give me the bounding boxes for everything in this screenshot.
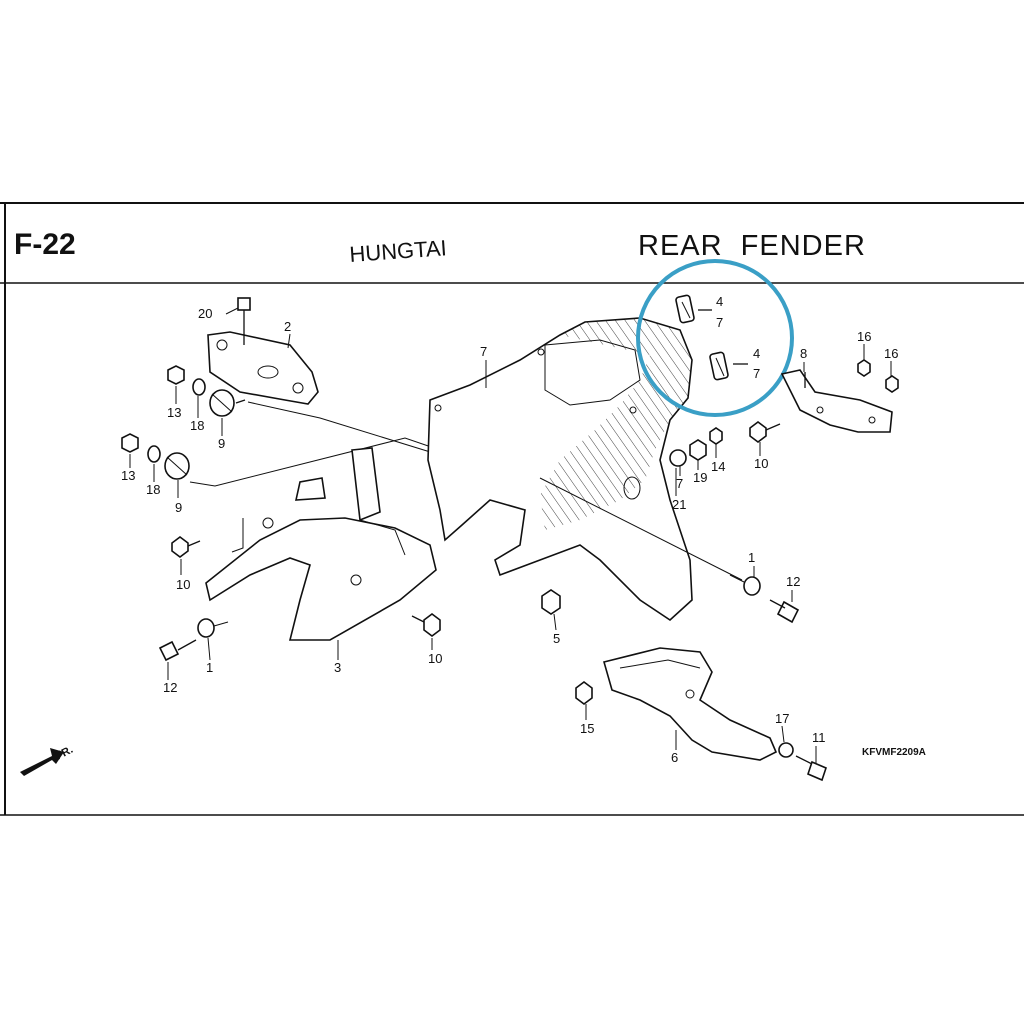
page-title: REAR FENDER	[638, 230, 866, 262]
mudflap-part-6	[603, 647, 778, 761]
callout-label: 17	[775, 711, 789, 726]
nut-part-15	[575, 681, 593, 705]
callout-label: 10	[754, 456, 768, 471]
callout-label: 21	[672, 497, 686, 512]
callout-label: 9	[218, 436, 225, 451]
bracket-part-2	[207, 297, 319, 405]
callout-label: 18	[190, 418, 204, 433]
bolt-part-10-center	[411, 613, 441, 637]
callout-label: 13	[121, 468, 135, 483]
callout-leaders	[129, 307, 892, 764]
callout-label: 4	[716, 294, 723, 309]
callout-label: 1	[206, 660, 213, 675]
bolt-part-10-left	[171, 536, 201, 558]
nut-part-16-b	[885, 375, 899, 393]
clip-nut-lower	[709, 351, 729, 381]
bolt-part-12-left	[158, 639, 197, 662]
clip-nut-upper	[675, 294, 695, 324]
front-marker-label: FR.	[54, 744, 75, 763]
callout-label: 15	[580, 721, 594, 736]
rear-fender-part-7	[427, 317, 693, 622]
callout-label: 1	[748, 550, 755, 565]
callout-label: 10	[176, 577, 190, 592]
callout-label: 7	[480, 344, 487, 359]
nut-part-5	[541, 589, 561, 615]
callout-label: 7	[753, 366, 760, 381]
callout-label: 3	[334, 660, 341, 675]
bracket-part-3	[205, 447, 437, 641]
callout-label: 11	[812, 730, 826, 745]
callout-label: 14	[711, 459, 725, 474]
callout-label: 13	[167, 405, 181, 420]
callout-label: 7	[676, 476, 683, 491]
nut-part-16-a	[857, 359, 871, 377]
callout-label: 9	[175, 500, 182, 515]
callout-label: 8	[800, 346, 807, 361]
callout-label: 10	[428, 651, 442, 666]
bolt-part-10-right	[749, 421, 781, 443]
callout-label: 20	[198, 306, 212, 321]
bracket-part-8	[780, 369, 893, 433]
grommet-set-upper	[167, 365, 246, 417]
highlight-circle	[636, 259, 794, 417]
bolt-part-12-right	[769, 599, 800, 624]
diagram-code: KFVMF2209A	[862, 747, 926, 758]
callout-label: 2	[284, 319, 291, 334]
nut-part-14	[689, 439, 707, 461]
grommet-set-lower	[121, 433, 190, 480]
callout-labels: 20 2 13 18 9 13 18 9 10 10 1 12 3 7 4 7 …	[121, 294, 898, 765]
page-code: F-22	[14, 228, 76, 261]
callout-label: 7	[716, 315, 723, 330]
callout-label: 16	[857, 329, 871, 344]
callout-label: 12	[163, 680, 177, 695]
callout-label: 18	[146, 482, 160, 497]
callout-label: 12	[786, 574, 800, 589]
collar-part-1-left	[197, 618, 229, 638]
nut-part-14b	[709, 427, 723, 445]
collar-part-1-right	[729, 574, 761, 596]
bolt-part-11	[795, 755, 827, 782]
brand-label: HUNGTAI	[349, 235, 448, 267]
washer-part-19	[669, 449, 687, 467]
callout-label: 5	[553, 631, 560, 646]
front-direction-marker: FR.	[20, 744, 75, 776]
callout-label: 19	[693, 470, 707, 485]
callout-label: 4	[753, 346, 760, 361]
washer-part-17	[778, 742, 794, 758]
callout-label: 6	[671, 750, 678, 765]
callout-label: 16	[884, 346, 898, 361]
